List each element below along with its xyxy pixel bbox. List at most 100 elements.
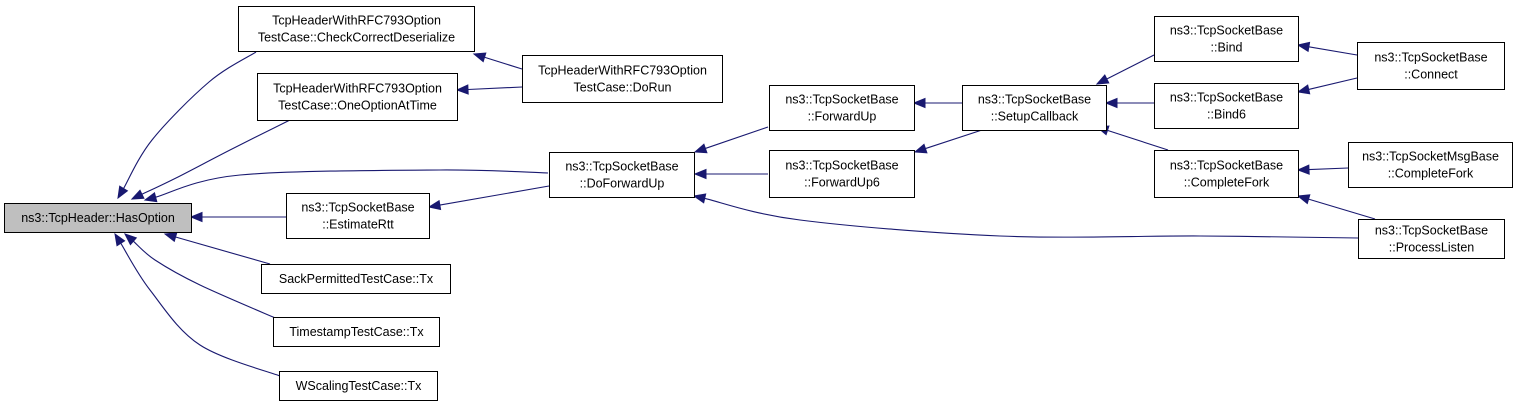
node-label: TcpHeaderWithRFC793Option (273, 82, 442, 96)
arrowhead-icon (427, 199, 442, 211)
arrowhead-icon (189, 211, 203, 223)
node-box[interactable] (286, 193, 430, 239)
node-label: ns3::TcpSocketBase (1170, 159, 1283, 173)
node-sackpermitted[interactable]: SackPermittedTestCase::Tx (261, 264, 451, 294)
edge-line (704, 197, 1359, 239)
edge-line (1308, 77, 1358, 90)
edge-wscaling-to-hasoption (114, 232, 284, 378)
node-label: ns3::TcpSocketBase (978, 93, 1091, 107)
node-box[interactable] (769, 85, 915, 131)
node-label: WScalingTestCase::Tx (296, 379, 422, 393)
edge-dorun-to-checkcorrect (472, 52, 523, 70)
edge-line (1308, 198, 1376, 220)
edge-doforwardup-to-hasoption (143, 169, 549, 203)
edge-line (705, 126, 769, 149)
edge-connect-to-bind (1296, 41, 1358, 56)
node-label: ns3::TcpSocketMsgBase (1362, 150, 1499, 164)
node-label: TestCase::DoRun (574, 81, 672, 95)
node-box[interactable] (522, 55, 723, 103)
node-connect[interactable]: ns3::TcpSocketBase::Connect (1357, 42, 1505, 90)
node-box[interactable] (1154, 150, 1299, 198)
node-label: TcpHeaderWithRFC793Option (272, 14, 441, 28)
node-box[interactable] (1154, 83, 1299, 129)
edge-line (439, 185, 550, 206)
edge-bind6-to-setupcallback (1104, 97, 1154, 109)
arrowhead-icon (1296, 41, 1311, 53)
node-box[interactable] (273, 317, 440, 347)
edge-line (123, 51, 257, 189)
node-label: ::Bind (1211, 41, 1243, 55)
node-label: ::ForwardUp (808, 110, 877, 124)
node-label: ns3::TcpSocketBase (301, 201, 414, 215)
node-doforwardup[interactable]: ns3::TcpSocketBase::DoForwardUp (549, 152, 695, 198)
edge-line (1308, 46, 1358, 56)
edge-line (1107, 129, 1169, 151)
node-box[interactable] (1154, 16, 1299, 62)
node-label: ns3::TcpSocketBase (785, 159, 898, 173)
edge-checkcorrect-to-hasoption (117, 51, 257, 200)
node-bind[interactable]: ns3::TcpSocketBase::Bind (1154, 16, 1299, 62)
node-label: ns3::TcpSocketBase (1170, 24, 1283, 38)
edge-processlisten-to-completefork (1296, 194, 1376, 220)
edge-timestamp-to-hasoption (123, 233, 281, 321)
arrowhead-icon (1104, 97, 1118, 109)
edge-processlisten-to-doforwardup (692, 193, 1359, 239)
node-timestamp[interactable]: TimestampTestCase::Tx (273, 317, 440, 347)
node-label: ::DoForwardUp (580, 177, 665, 191)
node-processlisten[interactable]: ns3::TcpSocketBase::ProcessListen (1358, 219, 1505, 259)
node-box[interactable] (279, 371, 438, 401)
edge-bind-to-setupcallback (1095, 54, 1155, 85)
edge-line (1106, 54, 1155, 80)
arrowhead-icon (1296, 194, 1311, 205)
node-label: TestCase::CheckCorrectDeserialize (258, 31, 455, 45)
node-hasoption[interactable]: ns3::TcpHeader::HasOption (4, 203, 192, 233)
edge-forwardup-to-doforwardup (693, 126, 769, 154)
node-box[interactable] (257, 73, 458, 121)
nodes-layer: ns3::TcpHeader::HasOption TcpHeaderWithRF… (4, 6, 1513, 401)
node-forwardup6[interactable]: ns3::TcpSocketBase::ForwardUp6 (769, 150, 915, 198)
node-box[interactable] (1357, 42, 1505, 90)
node-label: ::Connect (1404, 68, 1458, 82)
node-wscaling[interactable]: WScalingTestCase::Tx (279, 371, 438, 401)
edge-doforwardup-to-estimatertt (427, 185, 550, 211)
edge-line (132, 240, 281, 321)
node-bind6[interactable]: ns3::TcpSocketBase::Bind6 (1154, 83, 1299, 129)
node-box[interactable] (4, 203, 192, 233)
node-label: ns3::TcpSocketBase (1170, 91, 1283, 105)
node-box[interactable] (261, 264, 451, 294)
arrowhead-icon (163, 232, 178, 243)
node-box[interactable] (238, 6, 475, 52)
node-label: ns3::TcpSocketBase (785, 93, 898, 107)
edge-line (175, 236, 271, 265)
node-label: ns3::TcpHeader::HasOption (21, 211, 175, 225)
node-estimatertt[interactable]: ns3::TcpSocketBase::EstimateRtt (286, 193, 430, 239)
node-label: SackPermittedTestCase::Tx (279, 272, 434, 286)
edge-sackpermitted-to-hasoption (163, 232, 271, 265)
node-label: ::SetupCallback (991, 110, 1079, 124)
edge-line (925, 129, 983, 150)
node-box[interactable] (962, 85, 1107, 131)
node-label: ::Bind6 (1207, 108, 1246, 122)
node-box[interactable] (1358, 219, 1505, 259)
node-msgcompletefork[interactable]: ns3::TcpSocketMsgBase::CompleteFork (1348, 142, 1513, 188)
arrowhead-icon (1296, 84, 1311, 95)
edge-connect-to-bind6 (1296, 77, 1358, 95)
edge-setupcallback-to-forwardup6 (913, 129, 983, 154)
node-box[interactable] (769, 150, 915, 198)
edge-line (141, 119, 291, 195)
edge-line (484, 56, 523, 70)
node-oneoption[interactable]: TcpHeaderWithRFC793OptionTestCase::OneOp… (257, 73, 458, 121)
arrowhead-icon (114, 232, 126, 247)
node-setupcallback[interactable]: ns3::TcpSocketBase::SetupCallback (962, 85, 1107, 131)
node-checkcorrect[interactable]: TcpHeaderWithRFC793OptionTestCase::Check… (238, 6, 475, 52)
node-completefork[interactable]: ns3::TcpSocketBase::CompleteFork (1154, 150, 1299, 198)
node-label: ::CompleteFork (1388, 167, 1474, 181)
node-forwardup[interactable]: ns3::TcpSocketBase::ForwardUp (769, 85, 915, 131)
arrowhead-icon (692, 193, 707, 204)
edge-completefork-to-setupcallback (1095, 125, 1169, 151)
node-box[interactable] (1348, 142, 1513, 188)
arrowhead-icon (693, 168, 707, 180)
node-box[interactable] (549, 152, 695, 198)
